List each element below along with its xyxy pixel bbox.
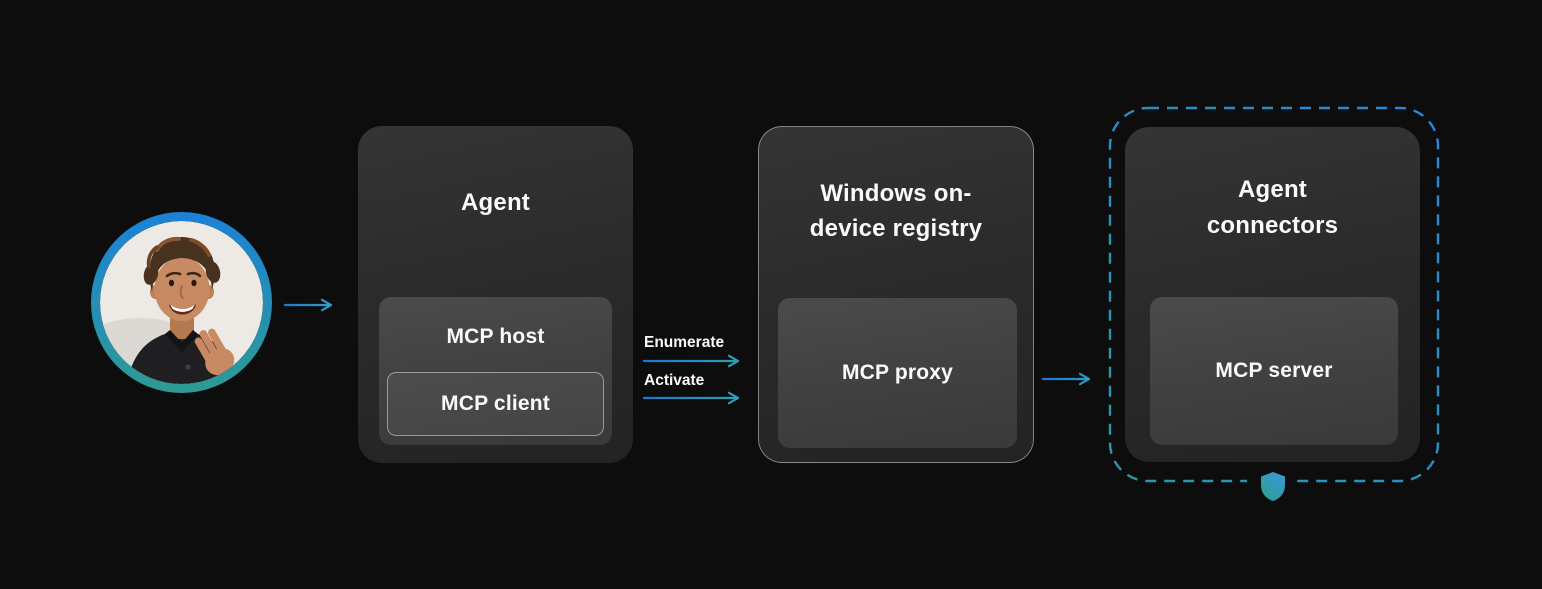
agent-node: Agent MCP host MCP client [358,126,633,463]
mcp-client-label: MCP client [441,392,550,415]
enumerate-arrow [643,354,740,368]
mcp-proxy-box: MCP proxy [778,298,1017,448]
connectors-title: Agent connectors [1206,176,1339,239]
activate-arrow [643,391,740,405]
mcp-host-box: MCP host MCP client [379,297,612,445]
activate-label: Activate [644,372,705,389]
mcp-host-label: MCP host [446,325,545,348]
user-avatar-photo [91,212,272,393]
user-avatar [91,212,272,393]
registry-node: Windows on-device registry MCP proxy [758,126,1034,463]
mcp-proxy-label: MCP proxy [841,361,954,384]
mcp-server-label: MCP server [1215,359,1333,382]
registry-title: Windows on-device registry [809,180,983,242]
registry-to-connectors-arrow [1042,372,1091,386]
enumerate-label: Enumerate [644,334,725,351]
shield-icon [1261,472,1285,501]
agent-title: Agent [461,189,530,216]
user-to-agent-arrow [284,298,333,312]
connectors-node: Agent connectors MCP server [1125,127,1420,462]
connectors-security-boundary [1108,106,1440,483]
mcp-server-box: MCP server [1150,297,1398,445]
mcp-client-box: MCP client [387,372,604,436]
